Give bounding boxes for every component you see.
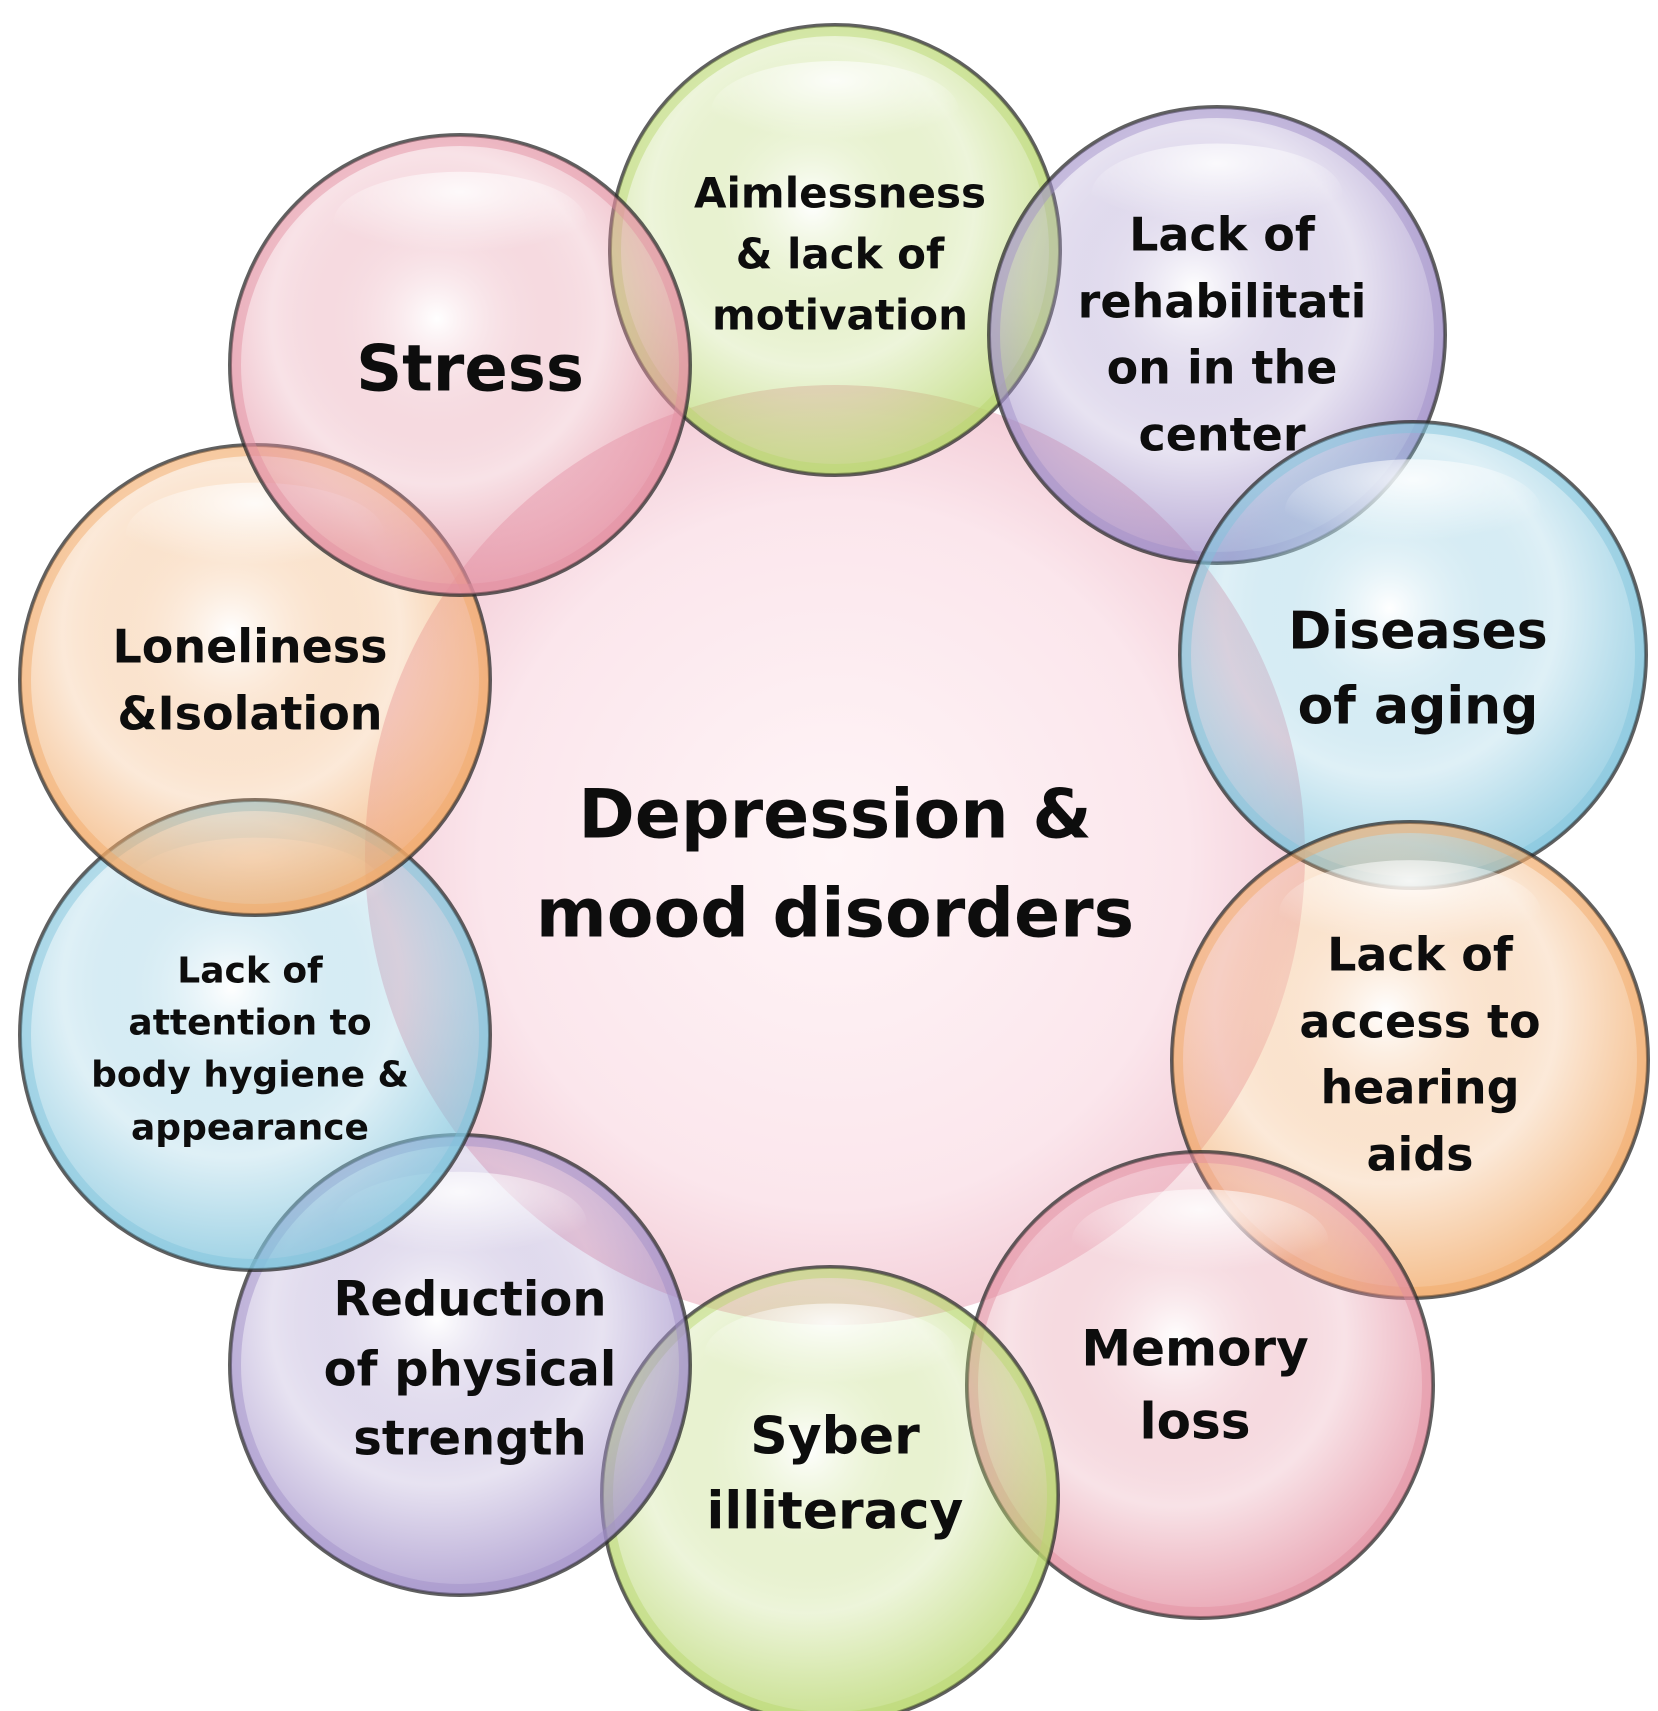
bubble-gloss-hearing-aids	[1279, 860, 1541, 965]
bubble-gloss-syber-illiteracy	[704, 1303, 956, 1404]
bubble-gloss-aging-diseases	[1284, 459, 1542, 562]
bubble-rim-stress	[231, 136, 689, 594]
factor-label-loneliness: Loneliness &Isolation	[112, 619, 388, 740]
center-label: Depression & mood disorders	[535, 775, 1135, 953]
factor-label-hearing-aids: Lack of access to hearing aids	[1299, 927, 1541, 1182]
factor-label-syber-illiteracy: Syber illiteracy	[706, 1406, 964, 1542]
center-circle	[365, 385, 1305, 1325]
factor-label-aimlessness: Aimlessness & lack of motivation	[694, 168, 986, 340]
bubble-gloss-aimlessness	[711, 61, 959, 160]
bubble-gloss-memory-loss	[1071, 1189, 1329, 1292]
bubble-gloss-rehabilitation	[1091, 143, 1343, 244]
factor-label-memory-loss: Memory loss	[1081, 1319, 1309, 1451]
factor-bubbles	[18, 23, 1650, 1711]
factor-label-physical-strength: Reduction of physical strength	[323, 1271, 617, 1467]
factor-label-aging-diseases: Diseases of aging	[1288, 601, 1548, 737]
factor-label-body-hygiene: Lack of attention to body hygiene & appe…	[91, 950, 409, 1149]
bubble-stress	[228, 133, 692, 597]
factor-label-stress: Stress	[356, 332, 584, 407]
bubble-gloss-stress	[333, 171, 587, 273]
bubble-circle-stress	[228, 133, 692, 597]
factor-label-rehabilitation: Lack of rehabilitati on in the center	[1077, 207, 1367, 462]
